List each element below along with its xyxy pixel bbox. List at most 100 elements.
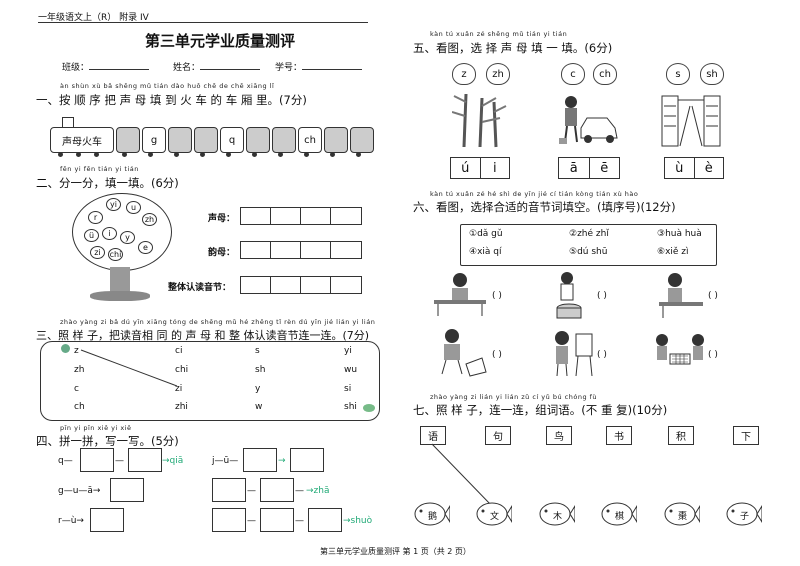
reading-picture — [434, 273, 486, 316]
char-box[interactable]: 句 — [485, 426, 511, 445]
col3-item[interactable]: y — [255, 384, 261, 394]
option: ③huà huà — [657, 229, 702, 239]
fish-char[interactable]: 文 — [490, 512, 500, 522]
chess-picture — [656, 334, 704, 365]
option: ②zhé zhǐ — [569, 229, 609, 239]
number-field[interactable]: 学号： — [275, 60, 363, 73]
shengmu-boxes[interactable] — [240, 207, 362, 225]
leaf-icon — [363, 404, 375, 412]
answer-box[interactable] — [260, 508, 294, 532]
col2-item[interactable]: chi — [175, 365, 189, 375]
example-connect-line — [431, 443, 493, 507]
train-car[interactable] — [272, 127, 296, 153]
col1-item[interactable]: z — [74, 346, 79, 356]
train-car[interactable] — [168, 127, 192, 153]
col3-item[interactable]: w — [255, 402, 263, 412]
answer-box[interactable] — [308, 508, 342, 532]
char-box[interactable]: 积 — [668, 426, 694, 445]
leaf: i — [102, 227, 117, 240]
tree-trunk — [110, 267, 130, 293]
answer-box[interactable] — [110, 478, 144, 502]
train-car[interactable]: q — [220, 127, 244, 153]
option: ④xià qí — [469, 247, 502, 257]
answer-box[interactable] — [90, 508, 124, 532]
yunmu-boxes[interactable] — [240, 241, 362, 259]
answer-paren[interactable]: ( ) — [708, 350, 718, 360]
col4-item[interactable]: si — [344, 384, 352, 394]
answer-paren[interactable]: ( ) — [597, 291, 607, 301]
peach: z — [452, 63, 476, 85]
peach: ch — [593, 63, 617, 85]
col4-item[interactable]: wu — [344, 365, 358, 375]
col3-item[interactable]: sh — [255, 365, 266, 375]
page-title: 第三单元学业质量测评 — [145, 32, 296, 50]
answer-paren[interactable]: ( ) — [492, 350, 502, 360]
answer-box[interactable] — [128, 448, 162, 472]
header-rule — [38, 22, 368, 23]
fish-icon — [476, 502, 512, 526]
options-box: ①dǎ gǔ ②zhé zhǐ ③huà huà ④xià qí ⑤dú shū… — [460, 224, 717, 266]
char-box[interactable]: 鸟 — [546, 426, 572, 445]
fish-char[interactable]: 木 — [553, 512, 563, 522]
answer-box[interactable] — [260, 478, 294, 502]
s5-pinyin: kàn tú xuǎn zé shēng mǔ tián yi tián — [430, 30, 568, 38]
col2-item[interactable]: ci — [175, 346, 183, 356]
char-box[interactable]: 下 — [733, 426, 759, 445]
fish-char[interactable]: 棗 — [678, 512, 688, 522]
answer-box[interactable] — [80, 448, 114, 472]
answer-box[interactable] — [212, 508, 246, 532]
fish-char[interactable]: 鹅 — [428, 512, 438, 522]
col1-item[interactable]: zh — [74, 365, 85, 375]
col3-item[interactable]: s — [255, 346, 260, 356]
paper-folding-picture — [441, 329, 487, 377]
answer-paren[interactable]: ( ) — [492, 291, 502, 301]
s7-pinyin: zhào yàng zi lián yi lián zǔ cí yǔ bú ch… — [430, 393, 598, 401]
leaf: e — [138, 241, 153, 254]
train-car[interactable] — [116, 127, 140, 153]
class-field[interactable]: 班级： — [62, 60, 150, 73]
train-car[interactable]: ch — [298, 127, 322, 153]
name-field[interactable]: 姓名： — [173, 60, 261, 73]
fish-char[interactable]: 棋 — [615, 512, 625, 522]
train-car[interactable] — [324, 127, 348, 153]
example-line — [80, 349, 178, 387]
s3-pinyin: zhào yàng zi bǎ dú yīn xiāng tóng de shē… — [60, 318, 376, 326]
writing-picture — [659, 273, 703, 318]
answer-paren[interactable]: ( ) — [597, 350, 607, 360]
s2-pinyin: fēn yi fēn tián yi tián — [60, 165, 139, 173]
char-box[interactable]: 书 — [606, 426, 632, 445]
train-car[interactable] — [350, 127, 374, 153]
col4-item[interactable]: yi — [344, 346, 352, 356]
col2-item[interactable]: zi — [175, 384, 183, 394]
answer-box[interactable] — [243, 448, 277, 472]
leaf: zi — [90, 246, 105, 259]
train-car[interactable] — [246, 127, 270, 153]
answer-box[interactable] — [290, 448, 324, 472]
chimney — [62, 117, 74, 128]
page-footer: 第三单元学业质量测评 第 1 页（共 2 页） — [320, 547, 471, 556]
s7-title: 七、照 样 子，连一连，组词语。(不 重 复)(10分) — [413, 403, 668, 417]
col2-item[interactable]: zhi — [175, 402, 188, 412]
col1-item[interactable]: ch — [74, 402, 85, 412]
s4-item: q— — [58, 456, 73, 466]
label-shengmu: 声母： — [208, 214, 236, 224]
train-car[interactable]: g — [142, 127, 166, 153]
train: 声母火车 g q ch — [50, 117, 398, 161]
fish-icon — [726, 502, 762, 526]
s4-result: →shuò — [343, 516, 373, 526]
building-picture — [661, 95, 721, 147]
s4-result: →zhā — [306, 486, 330, 496]
col1-item[interactable]: c — [74, 384, 79, 394]
zhengti-boxes[interactable] — [240, 276, 362, 294]
answer-box[interactable] — [212, 478, 246, 502]
book-label: 一年级语文上（R） 附录 IV — [38, 13, 149, 23]
fish-char[interactable]: 子 — [740, 512, 750, 522]
train-car[interactable] — [194, 127, 218, 153]
fish-icon — [539, 502, 575, 526]
answer-paren[interactable]: ( ) — [708, 291, 718, 301]
col4-item[interactable]: shi — [344, 402, 357, 412]
s4-title: 四、拼一拼，写一写。(5分) — [36, 434, 179, 448]
